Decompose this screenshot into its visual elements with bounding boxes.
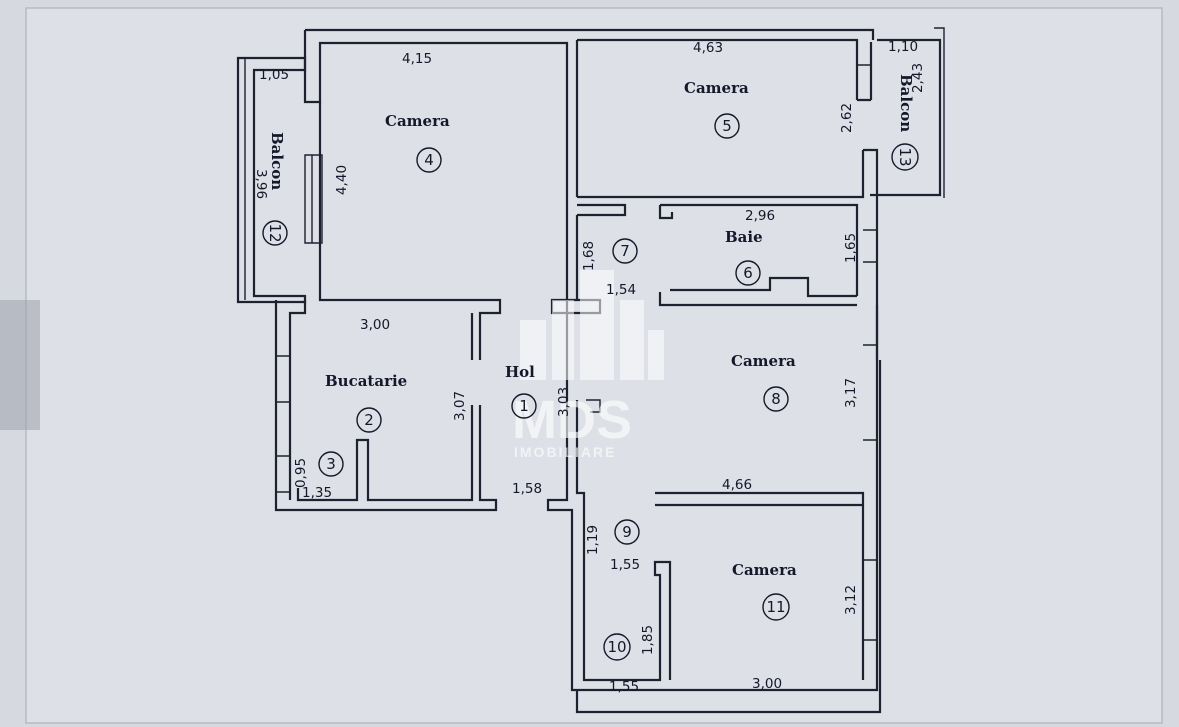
dim-hol-length: 3,03 xyxy=(556,387,572,417)
room-12-marker xyxy=(262,220,288,246)
room-12-name: Balcon xyxy=(268,132,286,190)
room-5-name: Camera xyxy=(684,79,749,97)
room-labels: Camera 4 Camera 5 Baie 6 7 Hol 1 Bucatar… xyxy=(262,74,919,661)
dim-room7-width: 1,54 xyxy=(606,282,636,298)
watermark-building-2 xyxy=(552,300,574,380)
room-4-name: Camera xyxy=(385,112,450,130)
room-13-number: 13 xyxy=(896,147,914,166)
paper-shadow xyxy=(0,300,40,430)
dim-balcon12-length: 3,96 xyxy=(253,169,269,199)
room-7-number: 7 xyxy=(620,242,630,260)
room-9-number: 9 xyxy=(622,523,632,541)
room-4-marker xyxy=(416,147,442,173)
dim-room10-width: 1,55 xyxy=(609,679,639,695)
dim-room9-width: 1,55 xyxy=(610,557,640,573)
dim-room3-length: 0,95 xyxy=(293,458,309,488)
dim-room10-length: 1,85 xyxy=(640,625,656,655)
dim-room3-width: 1,35 xyxy=(302,485,332,501)
dim-kitchen-width: 3,00 xyxy=(360,317,390,333)
dimensions: 4,15 4,63 1,10 2,43 1,05 3,96 4,40 2,62 … xyxy=(253,39,926,695)
room-13-name: Balcon xyxy=(897,74,915,132)
watermark-tagline: IMOBILIARE xyxy=(514,444,616,460)
dim-hol-width: 1,58 xyxy=(512,481,542,497)
walls xyxy=(236,27,945,714)
room-3-marker xyxy=(318,451,344,477)
dim-room11-length: 3,12 xyxy=(843,585,859,615)
dim-room7-length: 1,68 xyxy=(581,241,597,271)
room-9-marker xyxy=(614,519,640,545)
dim-baie-width: 2,96 xyxy=(745,208,775,224)
room-7-marker xyxy=(612,238,638,264)
room-6-name: Baie xyxy=(725,228,763,246)
watermark-building-5 xyxy=(648,330,664,380)
watermark-building-3 xyxy=(580,270,614,380)
room-10-marker xyxy=(603,633,631,661)
room-2-name: Bucatarie xyxy=(325,372,407,390)
room-8-marker xyxy=(763,386,789,412)
watermark-building-4 xyxy=(620,300,644,380)
room-5-marker xyxy=(714,113,740,139)
room-2-marker xyxy=(356,407,382,433)
room-3-number: 3 xyxy=(326,455,336,473)
room-11-marker xyxy=(762,593,790,621)
dim-room8-width: 4,66 xyxy=(722,477,752,493)
room-2-number: 2 xyxy=(364,411,374,429)
watermark-building-1 xyxy=(520,320,546,380)
room-8-number: 8 xyxy=(771,390,781,408)
room-6-number: 6 xyxy=(743,264,753,282)
room-13-marker xyxy=(891,143,919,171)
dim-kitchen-length: 3,07 xyxy=(452,391,468,421)
room-12-number: 12 xyxy=(266,223,284,242)
room-8-name: Camera xyxy=(731,352,796,370)
room-1-marker xyxy=(511,393,537,419)
dim-room11-width: 3,00 xyxy=(752,676,782,692)
room-1-name: Hol xyxy=(505,363,535,381)
dim-balcon12-width: 1,05 xyxy=(259,67,289,83)
dim-room4-width: 4,15 xyxy=(402,51,432,67)
dim-balcon13-length: 2,43 xyxy=(910,63,926,93)
dim-baie-length: 1,65 xyxy=(843,233,859,263)
room-6-marker xyxy=(735,260,761,286)
room-11-number: 11 xyxy=(766,598,785,616)
dim-room5-width: 4,63 xyxy=(693,40,723,56)
room-5-number: 5 xyxy=(722,117,732,135)
dim-room4-length: 4,40 xyxy=(334,165,350,195)
watermark-brand: MDS xyxy=(512,390,632,450)
room-4-number: 4 xyxy=(424,151,434,169)
room-11-name: Camera xyxy=(732,561,797,579)
dim-balcon13-width: 1,10 xyxy=(888,39,918,55)
dim-room9-length: 1,19 xyxy=(585,525,601,555)
room-10-number: 10 xyxy=(607,638,626,656)
room-1-number: 1 xyxy=(519,397,529,415)
watermark: MDS IMOBILIARE xyxy=(512,270,664,460)
dim-room8-length: 3,17 xyxy=(843,378,859,408)
dim-room5-length: 2,62 xyxy=(839,103,855,133)
